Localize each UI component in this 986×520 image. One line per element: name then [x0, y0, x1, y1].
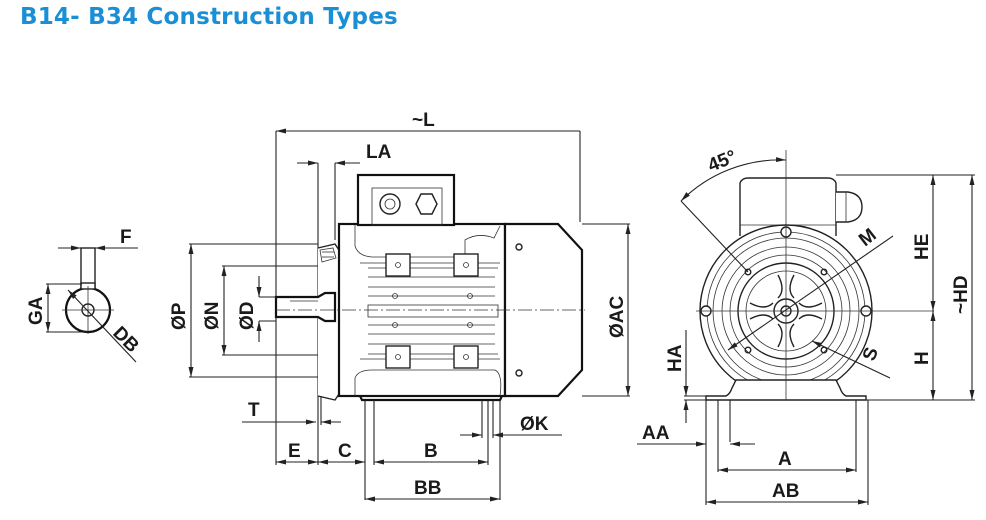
shaft-end-view: F GA DB — [26, 227, 143, 363]
dim-label-db: DB — [108, 323, 142, 357]
dim-label-t: T — [248, 400, 260, 421]
cable-gland — [836, 191, 863, 223]
dim-label-he: HE — [912, 234, 933, 260]
dim-label-angle: 45° — [705, 146, 740, 176]
dim-label-ha: HA — [665, 344, 686, 372]
dim-label-ga: GA — [26, 296, 47, 325]
dim-label-f: F — [120, 227, 132, 248]
dim-label-s: S — [859, 345, 883, 364]
shaft-key — [80, 247, 96, 289]
dim-label-e: E — [288, 441, 301, 462]
mounting-foot — [359, 395, 503, 402]
shaft — [274, 291, 337, 323]
dim-label-a: A — [778, 449, 792, 470]
dim-label-hd: ~HD — [951, 275, 972, 314]
dim-label-h: H — [912, 351, 933, 365]
cable-gland-round — [379, 193, 401, 215]
dim-label-la: LA — [366, 142, 392, 163]
dim-label-aa: AA — [642, 423, 670, 444]
fan-blades — [749, 274, 823, 348]
front-view: 45° M S HE ~HD H HA AA A AB — [637, 146, 975, 505]
dim-label-ab: AB — [772, 481, 799, 502]
dim-label-b: B — [424, 441, 438, 462]
dim-label-k: ØK — [520, 414, 549, 435]
dim-label-l: ~L — [412, 110, 435, 131]
dim-label-bb: BB — [414, 478, 441, 499]
terminal-box — [356, 173, 456, 227]
cable-gland-hex — [415, 193, 438, 215]
dim-label-n: ØN — [202, 302, 223, 331]
dim-label-p: ØP — [169, 302, 190, 330]
dim-label-c: C — [338, 441, 352, 462]
side-view: ~L LA — [169, 110, 631, 502]
dim-label-d: ØD — [237, 302, 258, 331]
page-title: B14- B34 Construction Types — [20, 4, 398, 30]
dim-label-ac: ØAC — [607, 296, 628, 339]
